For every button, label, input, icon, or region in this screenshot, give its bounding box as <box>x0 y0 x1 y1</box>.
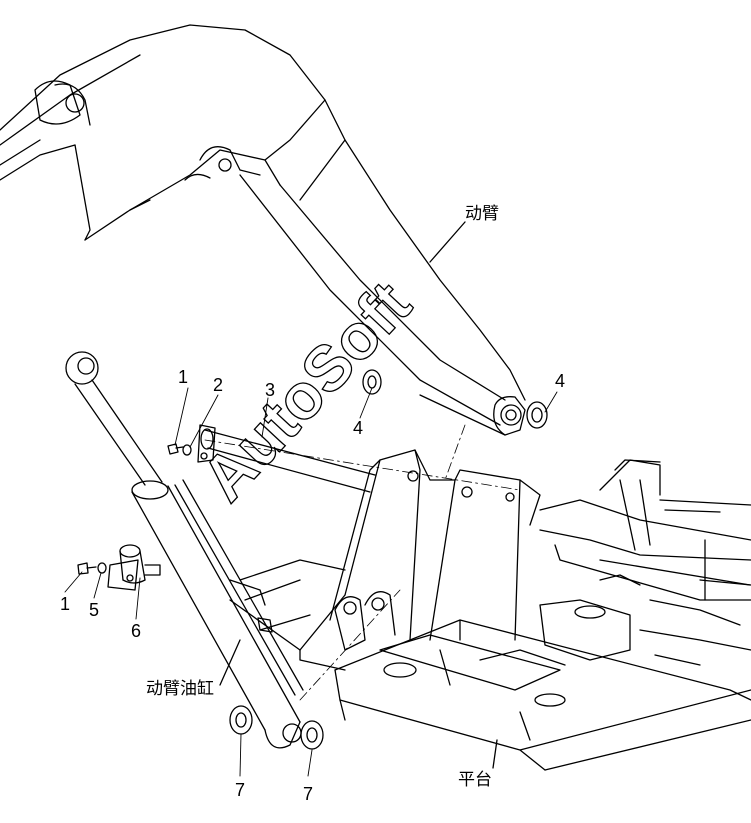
bolt-1-top <box>167 443 184 455</box>
callout-4-right: 4 <box>555 371 565 391</box>
callout-1-bottom: 1 <box>60 594 70 614</box>
washer-7-left <box>229 705 253 735</box>
callout-6: 6 <box>131 621 141 641</box>
boom-cylinder <box>65 351 304 749</box>
callout-3: 3 <box>265 380 275 400</box>
cylinder-pin <box>107 544 161 591</box>
label-boom: 动臂 <box>465 204 499 224</box>
callout-7-left: 7 <box>235 780 245 800</box>
washer-5 <box>97 562 107 574</box>
callout-5: 5 <box>89 600 99 620</box>
callout-2: 2 <box>213 375 223 395</box>
center-lines <box>204 424 521 701</box>
label-platform: 平台 <box>458 770 492 790</box>
washer-7-right <box>300 720 324 750</box>
label-boom-cylinder: 动臂油缸 <box>146 678 214 699</box>
boom <box>0 24 526 436</box>
callout-1-top: 1 <box>178 367 188 387</box>
callout-leaders <box>64 387 558 777</box>
boom-pin <box>197 424 376 493</box>
washer-4-right <box>526 401 548 429</box>
bolt-1-bottom <box>77 562 97 575</box>
callout-7-right: 7 <box>303 784 313 804</box>
callout-4-mid: 4 <box>353 418 363 438</box>
platform <box>229 449 751 771</box>
washer-2 <box>182 444 192 456</box>
watermark-text: AutoSoft <box>188 268 425 515</box>
